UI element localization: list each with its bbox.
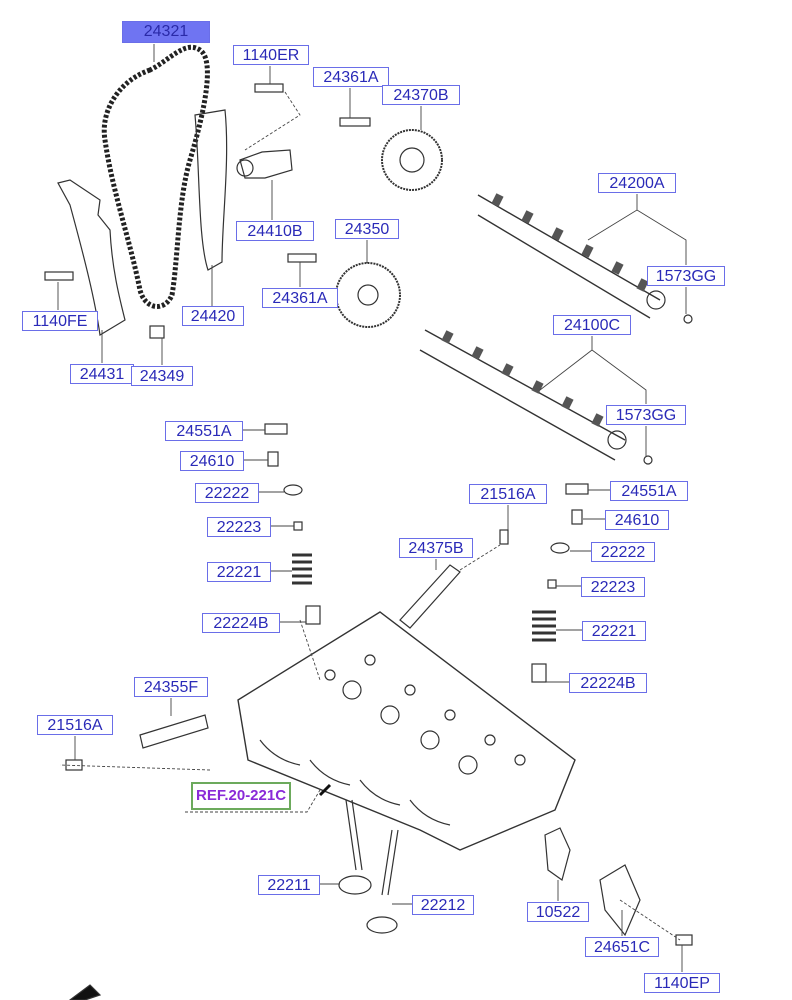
reference-link[interactable]: REF.20-221C (191, 782, 292, 810)
part-label-1140ER[interactable]: 1140ER (233, 45, 309, 65)
exhaust-camshaft (419, 329, 626, 461)
part-label-24321[interactable]: 24321 (122, 21, 210, 43)
part-label-24361A[interactable]: 24361A (313, 67, 389, 87)
gasket (544, 827, 571, 881)
oil-control-valve-2 (139, 714, 209, 749)
cover (599, 864, 641, 937)
part-label-22222[interactable]: 22222 (195, 483, 259, 503)
valve-train-parts (264, 423, 589, 683)
part-label-24100C[interactable]: 24100C (553, 315, 631, 335)
part-label-24551A-2[interactable]: 24551A (610, 481, 688, 501)
part-label-22221[interactable]: 22221 (207, 562, 271, 582)
cylinder-head (237, 611, 576, 851)
part-label-1140EP[interactable]: 1140EP (644, 973, 720, 993)
part-label-22211[interactable]: 22211 (258, 875, 320, 895)
part-label-22224B-2[interactable]: 22224B (569, 673, 647, 693)
part-label-22222-2[interactable]: 22222 (591, 542, 655, 562)
part-label-24370B[interactable]: 24370B (382, 85, 460, 105)
cvvt-sprocket (381, 129, 443, 191)
part-label-24610[interactable]: 24610 (180, 451, 244, 471)
intake-camshaft (477, 194, 661, 319)
part-label-22224B[interactable]: 22224B (202, 613, 280, 633)
part-label-24355F[interactable]: 24355F (134, 677, 208, 697)
part-label-21516A-2[interactable]: 21516A (37, 715, 113, 735)
part-label-24410B[interactable]: 24410B (236, 221, 314, 241)
intake-valve (345, 799, 363, 871)
part-label-24431[interactable]: 24431 (70, 364, 134, 384)
part-label-22221-2[interactable]: 22221 (582, 621, 646, 641)
leader-lines (57, 44, 687, 972)
camshaft-sprocket (335, 262, 401, 328)
part-label-10522[interactable]: 10522 (527, 902, 589, 922)
part-label-24375B[interactable]: 24375B (399, 538, 473, 558)
chain-tensioner (239, 149, 293, 179)
chain-guide (194, 109, 228, 271)
part-label-24551A[interactable]: 24551A (165, 421, 243, 441)
part-label-24200A[interactable]: 24200A (598, 173, 676, 193)
part-label-1573GG-2[interactable]: 1573GG (606, 405, 686, 425)
part-label-24610-2[interactable]: 24610 (605, 510, 669, 530)
tensioner-arm (57, 179, 126, 336)
part-label-24420[interactable]: 24420 (182, 306, 244, 326)
part-label-1573GG[interactable]: 1573GG (647, 266, 725, 286)
front-arrow-icon (69, 984, 102, 1000)
timing-chain (101, 44, 210, 309)
bolt-icons (44, 83, 371, 339)
exhaust-valve (381, 829, 399, 896)
part-label-22212[interactable]: 22212 (412, 895, 474, 915)
part-label-1140FE[interactable]: 1140FE (22, 311, 98, 331)
part-label-24651C[interactable]: 24651C (585, 937, 659, 957)
part-label-21516A[interactable]: 21516A (469, 484, 547, 504)
part-label-24361A-2[interactable]: 24361A (262, 288, 338, 308)
oil-control-valve (399, 564, 461, 629)
part-label-24350[interactable]: 24350 (335, 219, 399, 239)
part-label-22223[interactable]: 22223 (207, 517, 271, 537)
part-label-22223-2[interactable]: 22223 (581, 577, 645, 597)
part-label-24349[interactable]: 24349 (131, 366, 193, 386)
